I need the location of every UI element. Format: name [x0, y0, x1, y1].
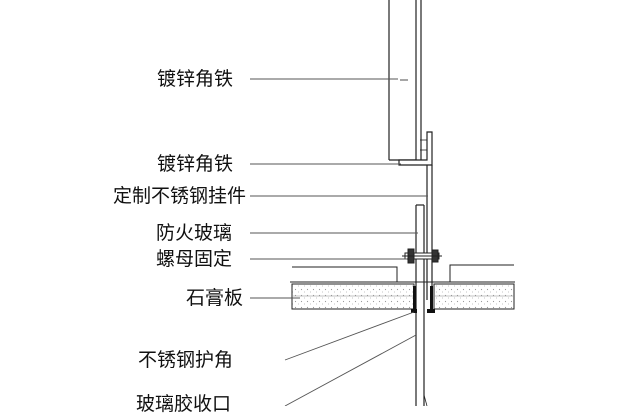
label-custom-stainless-hanger: 定制不锈钢挂件 — [113, 185, 247, 207]
steel-hanger — [426, 165, 433, 300]
ceiling-frame — [290, 264, 515, 283]
label-stainless-corner-guard: 不锈钢护角 — [138, 349, 234, 371]
fire-glass — [415, 204, 428, 406]
angle-iron — [398, 131, 433, 166]
label-nut-fixing: 螺母固定 — [156, 248, 233, 270]
corner-guard — [411, 286, 435, 313]
nut-fixing — [402, 248, 442, 264]
construction-detail-drawing: 镀锌角铁 镀锌角铁 定制不锈钢挂件 防火玻璃 螺母固定 石膏板 不锈钢护角 玻璃… — [113, 0, 515, 414]
label-glass-sealant: 玻璃胶收口 — [136, 393, 232, 415]
section-drawing — [250, 0, 515, 406]
label-gypsum-board: 石膏板 — [186, 287, 244, 309]
label-galvanized-angle-iron-upper: 镀锌角铁 — [157, 68, 234, 90]
label-galvanized-angle-iron: 镀锌角铁 — [157, 153, 234, 175]
leader-lines — [250, 78, 428, 406]
label-fire-glass: 防火玻璃 — [156, 222, 233, 244]
gypsum-board — [291, 283, 515, 310]
upper-profile — [388, 0, 422, 161]
